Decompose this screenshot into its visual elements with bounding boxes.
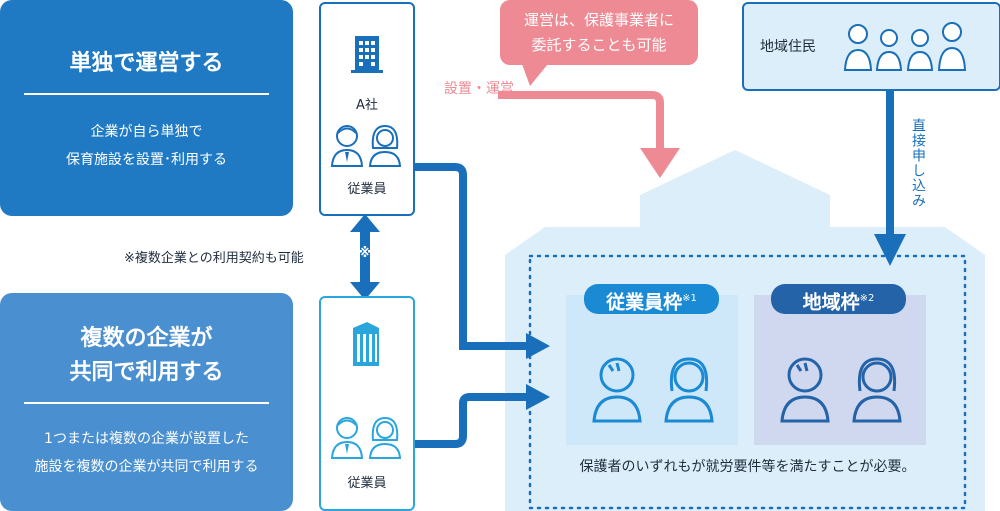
employee-frame-title: 従業員枠※1 (584, 284, 719, 314)
employee-frame-mark: ※1 (682, 293, 697, 304)
office-building-icon (351, 36, 383, 73)
employee-frame-label: 従業員枠 (606, 291, 683, 314)
residents-group-icon (843, 22, 967, 71)
double-arrow-mark: ※ (358, 246, 372, 261)
solo-title: 単独で運営する (69, 51, 224, 76)
company-b-employees-label: 従業員 (347, 476, 387, 491)
employee-male-icon (330, 417, 364, 459)
company-b-box: 従業員 (319, 296, 415, 511)
joint-title-1: 複数の企業が (80, 326, 213, 351)
setup-arrow (498, 91, 680, 178)
solo-divider (24, 93, 269, 95)
company-a-arrow (414, 163, 550, 359)
callout-line-2: 委託することも可能 (531, 36, 667, 54)
solo-desc-1: 企業が自ら単独で (90, 124, 203, 140)
local-children-icon (780, 357, 902, 423)
callout-line-1: 運営は、保護事業者に (523, 11, 674, 29)
joint-desc-2: 施設を複数の企業が共同で利用する (34, 459, 259, 475)
joint-operation-card: 複数の企業が 共同で利用する 1つまたは複数の企業が設置した 施設を複数の企業が… (0, 293, 293, 511)
company-a-employees-label: 従業員 (347, 182, 387, 197)
local-residents-label: 地域住民 (760, 39, 816, 55)
local-residents-box: 地域住民 (742, 2, 1000, 91)
company-a-box: A社 従業員 (319, 2, 415, 216)
residents-arrow (874, 88, 906, 266)
joint-desc-1: 1つまたは複数の企業が設置した (44, 431, 249, 447)
office-building-icon (353, 322, 379, 366)
setup-label: 設置・運営 (444, 81, 514, 97)
employee-male-icon (330, 125, 364, 167)
contract-note: ※複数企業との利用契約も可能 (124, 251, 304, 266)
employee-children-icon (592, 357, 714, 423)
employee-female-icon (368, 416, 402, 459)
local-frame-mark: ※2 (859, 293, 875, 304)
joint-title-2: 共同で利用する (69, 360, 224, 385)
company-b-arrow (414, 384, 550, 448)
solo-operation-card: 単独で運営する 企業が自ら単独で 保育施設を設置･利用する (0, 0, 293, 216)
double-arrow (350, 214, 380, 300)
requirement-note: 保護者のいずれもが就労要件等を満たすことが必要。 (579, 459, 916, 475)
company-a-label: A社 (356, 98, 378, 113)
joint-divider (24, 402, 269, 404)
local-frame-title: 地域枠※2 (771, 284, 906, 314)
employee-female-icon (368, 124, 402, 167)
callout-bubble (500, 0, 698, 86)
direct-application-label: 直接申し込み (910, 118, 926, 208)
solo-desc-2: 保育施設を設置･利用する (66, 152, 227, 168)
local-frame-label: 地域枠 (802, 291, 860, 314)
